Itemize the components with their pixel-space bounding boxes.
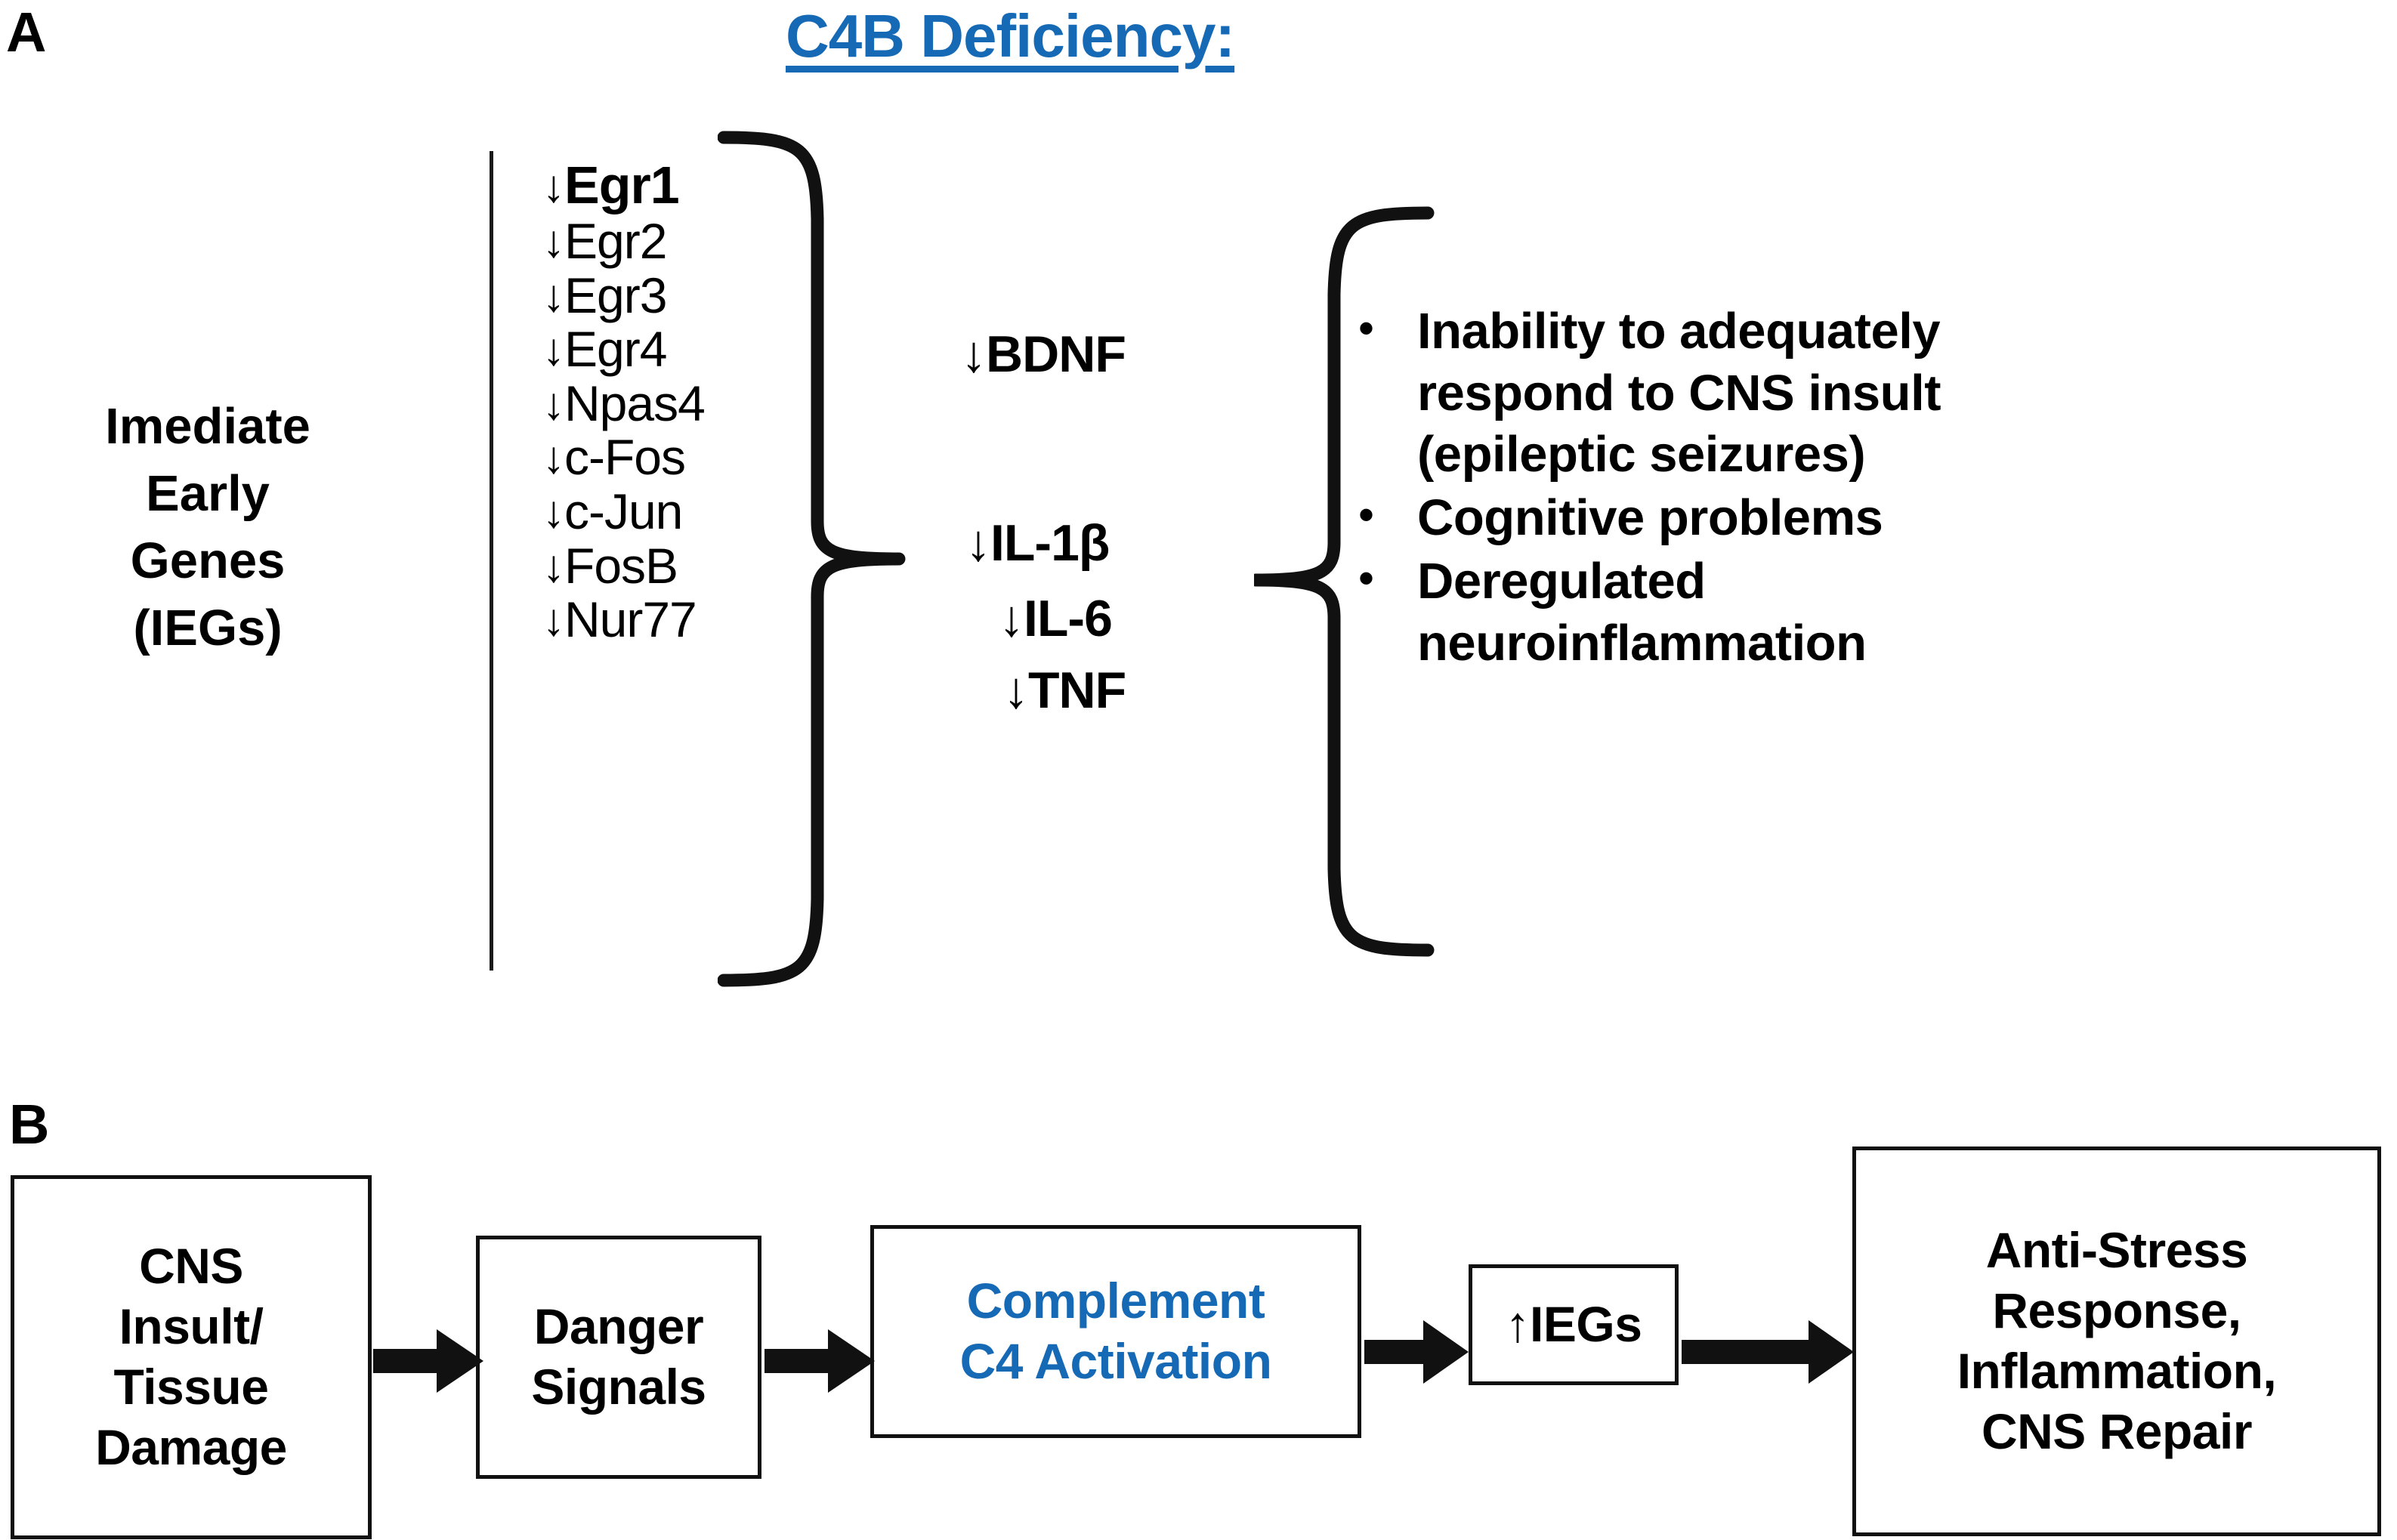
bullet-dot-icon: • — [1358, 489, 1375, 541]
down-arrow-icon: ↓ — [542, 161, 565, 211]
ieg-label-line-1: Imediate — [105, 398, 310, 455]
gene-row-egr1: ↓Egr1 — [542, 156, 792, 214]
flow-box-line: Inflammation, — [1957, 1343, 2277, 1399]
down-arrow-icon: ↓ — [542, 594, 565, 646]
flow-arrow-4-icon — [1682, 1320, 1854, 1384]
brace-mediators-to-outcomes — [1254, 206, 1435, 957]
gene-name: Egr1 — [564, 156, 680, 214]
down-arrow-icon: ↓ — [542, 378, 565, 429]
ieg-label-line-4: (IEGs) — [133, 600, 283, 657]
outcome-bullet-line: respond to CNS insult — [1417, 364, 1941, 421]
mediator-il6: ↓IL-6 — [999, 589, 1113, 648]
mediator-name: BDNF — [986, 326, 1126, 383]
ieg-label-line-2: Early — [146, 465, 270, 523]
gene-row-c-fos: ↓c-Fos — [542, 431, 792, 485]
mediator-name: IL-1β — [990, 514, 1110, 572]
gene-row-nur77: ↓Nur77 — [542, 591, 792, 648]
flow-box-line: Anti-Stress — [1985, 1222, 2248, 1279]
outcome-bullet-line: Deregulated — [1417, 552, 1706, 610]
gene-name: FosB — [564, 537, 678, 594]
down-arrow-icon: ↓ — [542, 486, 565, 537]
gene-row-npas4: ↓Npas4 — [542, 375, 792, 431]
mediator-tnf: ↓TNF — [1003, 661, 1126, 720]
gene-name: c-Fos — [564, 429, 686, 486]
flow-box-line: Insult/ — [119, 1298, 264, 1355]
mediator-name: TNF — [1028, 662, 1126, 719]
down-arrow-icon: ↓ — [542, 215, 565, 267]
gene-row-c-jun: ↓c-Jun — [542, 483, 792, 539]
down-arrow-icon: ↓ — [1003, 662, 1029, 719]
flow-box-line: Tissue — [113, 1359, 269, 1415]
down-arrow-icon: ↓ — [542, 540, 565, 591]
down-arrow-icon: ↓ — [542, 432, 565, 483]
panel-a-label: A — [6, 1, 47, 63]
outcome-bullet-line: Inability to adequately — [1417, 303, 1941, 360]
gene-list-vertical-rule — [490, 151, 493, 971]
gene-list: ↓Egr1↓Egr2↓Egr3↓Egr4↓Npas4↓c-Fos↓c-Jun↓F… — [542, 156, 792, 648]
flow-box-line: Danger — [533, 1298, 704, 1355]
flow-box-line: CNS — [139, 1238, 243, 1295]
brace-genes-to-mediators — [718, 131, 906, 987]
bullet-dot-icon: • — [1358, 303, 1375, 353]
gene-row-egr4: ↓Egr4 — [542, 321, 792, 378]
outcome-bullet-line: (epileptic seizures) — [1417, 426, 1866, 483]
flow-box-line: CNS Repair — [1981, 1403, 2253, 1459]
bullet-dot-icon: • — [1358, 552, 1375, 603]
flow-box-line: Damage — [95, 1418, 287, 1475]
down-arrow-icon: ↓ — [542, 270, 565, 321]
flow-box-line: Complement — [966, 1273, 1265, 1329]
gene-row-fosb: ↓FosB — [542, 539, 792, 594]
gene-row-egr2: ↓Egr2 — [542, 214, 792, 269]
gene-name: c-Jun — [564, 483, 683, 539]
flow-box-line: Response, — [1992, 1282, 2241, 1339]
gene-name: Egr2 — [564, 212, 667, 269]
flow-arrow-2-icon — [765, 1329, 875, 1393]
immediate-early-genes-label: Imediate Early Genes (IEGs) — [23, 393, 393, 662]
gene-name: Egr4 — [564, 321, 667, 378]
flow-box-text: ↑IEGs — [1506, 1295, 1642, 1355]
outcome-bullet-item: • Cognitive problems — [1352, 487, 2380, 549]
flow-box-iegs: ↑IEGs — [1469, 1264, 1679, 1385]
down-arrow-icon: ↓ — [542, 324, 565, 375]
flow-box-line: C4 Activation — [959, 1333, 1272, 1389]
flow-box-line: ↑IEGs — [1505, 1296, 1642, 1353]
mediator-bdnf: ↓BDNF — [961, 325, 1126, 384]
panel-b-label: B — [9, 1093, 50, 1156]
outcome-bullet-line: Cognitive problems — [1417, 489, 1883, 547]
gene-name: Egr3 — [564, 267, 667, 323]
flow-arrow-1-icon — [373, 1329, 483, 1393]
gene-row-egr3: ↓Egr3 — [542, 267, 792, 323]
mediator-name: IL-6 — [1024, 590, 1113, 647]
down-arrow-icon: ↓ — [999, 590, 1024, 647]
outcome-bullet-text: Cognitive problems — [1417, 487, 1883, 549]
down-arrow-icon: ↓ — [965, 514, 991, 572]
panel-a-title: C4B Deficiency: — [786, 2, 1235, 69]
ieg-label-line-3: Genes — [130, 532, 286, 590]
gene-name: Nur77 — [564, 591, 697, 648]
down-arrow-icon: ↓ — [961, 326, 987, 383]
mediator-il1b: ↓IL-1β — [965, 514, 1110, 572]
flow-box-line: Signals — [531, 1359, 706, 1415]
outcome-bullet-line: neuroinflammation — [1417, 614, 1867, 671]
gene-name: Npas4 — [564, 375, 706, 431]
flow-arrow-3-icon — [1364, 1320, 1469, 1384]
